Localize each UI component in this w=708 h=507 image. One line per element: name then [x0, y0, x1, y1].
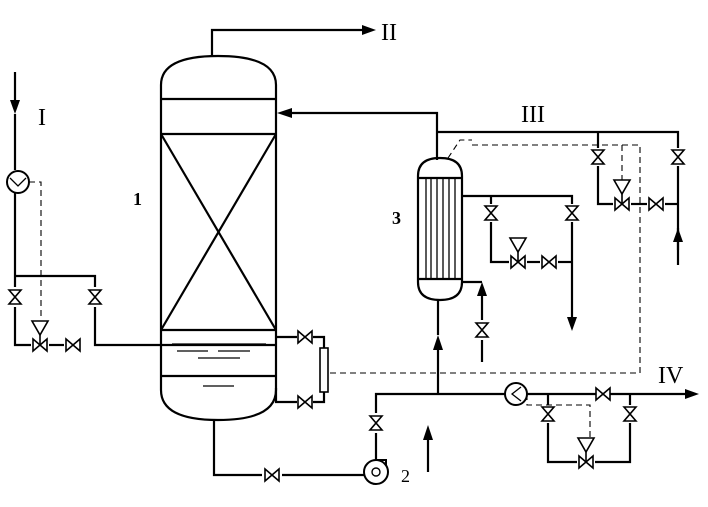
feed-valve-right[interactable] [89, 290, 101, 304]
exchanger-shell-valve[interactable] [476, 323, 488, 337]
feed-line [10, 72, 275, 345]
stream-iii-line [437, 132, 683, 265]
bottoms-valve[interactable] [265, 469, 279, 481]
exchanger-vent-dashed [448, 140, 472, 158]
product-control-valve[interactable] [578, 438, 594, 468]
exchanger-feed-riser [433, 300, 443, 394]
exchanger-branch-valve-right[interactable] [566, 206, 578, 220]
product-bypass-valve-right[interactable] [624, 407, 636, 421]
feed-valve-left[interactable] [9, 290, 21, 304]
reboiler-control-signal [330, 145, 640, 373]
arrow-to-exchanger-shell [462, 282, 487, 362]
label-pump-2: 2 [401, 466, 410, 486]
reflux-line [277, 108, 437, 160]
product-valve-main[interactable] [596, 388, 610, 400]
column-1 [161, 56, 276, 420]
pump-2-icon[interactable] [364, 460, 388, 484]
reboiler-valve-top[interactable] [298, 331, 312, 343]
label-stream-i: I [38, 105, 46, 131]
reboiler-loop [276, 337, 328, 402]
heat-exchanger-3[interactable] [418, 158, 462, 300]
reboiler-valve-bottom[interactable] [298, 396, 312, 408]
label-stream-ii: II [381, 20, 397, 46]
arrow-under-feed [423, 425, 433, 472]
feed-control-valve[interactable] [32, 321, 48, 351]
feed-flowmeter-icon [7, 171, 29, 193]
label-stream-iii: III [521, 102, 545, 128]
vapor-outlet-line [212, 25, 376, 56]
pump-discharge-valve[interactable] [370, 416, 382, 430]
exchanger-control-valve[interactable] [510, 238, 526, 268]
label-heat-exchanger-3: 3 [392, 208, 401, 228]
label-column-1: 1 [133, 189, 142, 209]
bottoms-line [214, 420, 365, 475]
product-flowmeter-icon [505, 383, 527, 405]
exchanger-branch-valve-bottom[interactable] [542, 256, 556, 268]
product-bypass-valve-left[interactable] [542, 407, 554, 421]
label-stream-iv: IV [658, 363, 684, 389]
stream-iii-control-valve[interactable] [614, 180, 630, 210]
product-bypass [548, 394, 630, 462]
stream-iii-valve-bottom[interactable] [649, 198, 663, 210]
exchanger-branch-valve-left[interactable] [485, 206, 497, 220]
pump-discharge-line [376, 389, 699, 460]
product-control-signal [527, 394, 590, 438]
feed-control-signal [29, 182, 41, 320]
stream-iii-valve-left[interactable] [592, 150, 604, 164]
stream-iii-valve-right[interactable] [672, 150, 684, 164]
feed-valve-bottom[interactable] [66, 339, 80, 351]
